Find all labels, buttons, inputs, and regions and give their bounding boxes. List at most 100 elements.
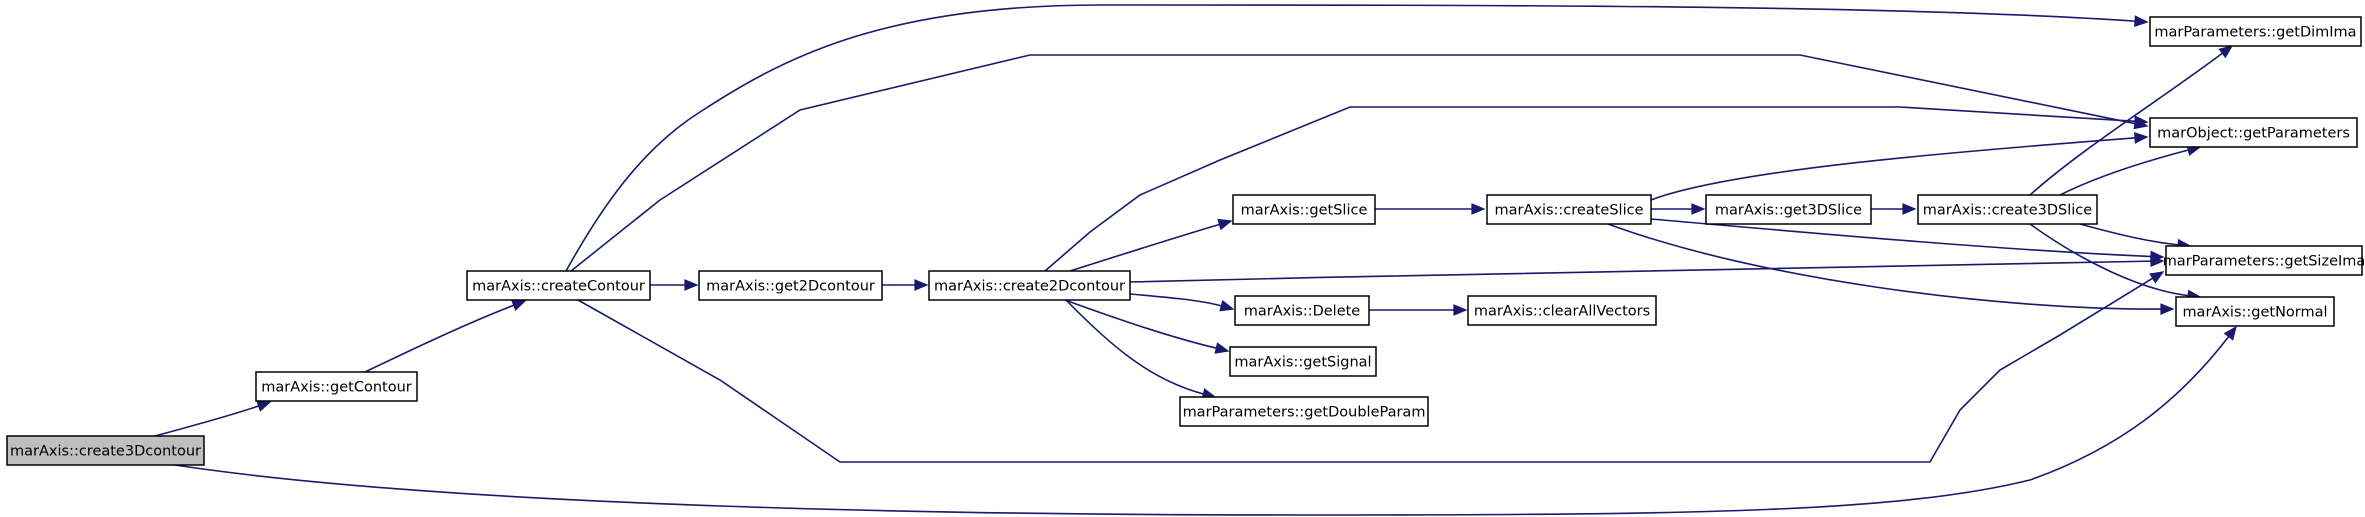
node-label: marAxis::create3Dcontour: [10, 444, 201, 460]
edge-line: [577, 277, 2155, 463]
edge-arrowhead: [1453, 304, 1468, 316]
node-getContour[interactable]: marAxis::getContour: [255, 371, 418, 402]
call-edges: [154, 4, 2237, 516]
edge-arrowhead: [2134, 115, 2149, 128]
node-label: marParameters::getSizeIma: [2163, 254, 2365, 270]
node-getDoubleParam[interactable]: marParameters::getDoubleParam: [1179, 396, 1429, 427]
node-box: [466, 270, 651, 301]
node-box: [1917, 194, 2098, 225]
node-getNormal[interactable]: marAxis::getNormal: [2175, 296, 2335, 327]
node-box: [1232, 194, 1376, 225]
node-label: marAxis::getSlice: [1241, 203, 1368, 219]
edge-arrowhead: [1691, 203, 1706, 215]
node-getParameters[interactable]: marObject::getParameters: [2149, 117, 2358, 148]
edge-line: [154, 404, 260, 437]
edge-create2Dcontour-to-Delete: [1129, 293, 1235, 312]
edge-arrowhead: [1217, 218, 1233, 231]
node-box: [2149, 16, 2362, 47]
edge-create2Dcontour-to-getSlice: [1069, 218, 1233, 272]
edge-line: [1064, 299, 1218, 350]
node-createSlice[interactable]: marAxis::createSlice: [1486, 194, 1652, 225]
node-create3Dcontour[interactable]: marAxis::create3Dcontour: [6, 435, 205, 466]
node-getSlice[interactable]: marAxis::getSlice: [1232, 194, 1376, 225]
node-box: [2149, 117, 2358, 148]
edge-create3Dcontour-to-getContour: [154, 400, 272, 437]
edge-getContour-to-createContour: [364, 299, 527, 373]
edge-create2Dcontour-to-getParameters: [1044, 106, 2149, 272]
node-label: marParameters::getDimIma: [2154, 25, 2356, 41]
edge-create2Dcontour-to-getSizeIma: [1129, 255, 2165, 283]
edge-line: [1129, 260, 2153, 283]
node-createContour[interactable]: marAxis::createContour: [466, 270, 651, 301]
edge-createSlice-to-getParameters: [1650, 132, 2149, 201]
node-get2Dcontour[interactable]: marAxis::get2Dcontour: [698, 270, 883, 301]
edge-line: [174, 335, 2230, 516]
node-box: [255, 371, 418, 402]
node-label: marAxis::create2Dcontour: [934, 279, 1125, 295]
node-box: [6, 435, 205, 466]
node-label: marObject::getParameters: [2157, 126, 2350, 142]
node-getSizeIma[interactable]: marParameters::getSizeIma: [2163, 245, 2365, 276]
edge-line: [364, 304, 516, 373]
edge-createContour-to-get2Dcontour: [650, 279, 699, 291]
edge-arrowhead: [2149, 271, 2165, 284]
edge-create3DSlice-to-getParameters: [2059, 144, 2202, 196]
edge-createSlice-to-getNormal: [1607, 223, 2175, 316]
node-label: marAxis::getContour: [261, 380, 412, 396]
node-label: marAxis::createSlice: [1494, 203, 1643, 219]
edge-line: [1044, 106, 2137, 272]
edge-arrowhead: [2134, 15, 2149, 28]
edge-arrowhead: [2160, 303, 2175, 316]
node-getDimIma[interactable]: marParameters::getDimIma: [2149, 16, 2362, 47]
node-label: marParameters::getDoubleParam: [1183, 405, 1426, 421]
node-create2Dcontour[interactable]: marAxis::create2Dcontour: [928, 270, 1131, 301]
node-clearAllVectors[interactable]: marAxis::clearAllVectors: [1467, 295, 1657, 326]
edge-line: [1650, 137, 2137, 201]
edge-line: [2029, 223, 2190, 297]
edge-arrowhead: [1902, 203, 1917, 215]
edge-createContour-to-getSizeIma: [577, 271, 2165, 463]
edge-line: [2059, 148, 2190, 196]
node-get3DSlice[interactable]: marAxis::get3DSlice: [1705, 194, 1872, 225]
edge-arrowhead: [256, 400, 272, 412]
edge-line: [1607, 223, 2163, 310]
edge-arrowhead: [914, 279, 929, 291]
edge-arrowhead: [511, 299, 527, 312]
edge-line: [1069, 223, 1221, 272]
edge-createSlice-to-get3DSlice: [1651, 203, 1706, 215]
node-create3DSlice[interactable]: marAxis::create3DSlice: [1917, 194, 2098, 225]
node-box: [1179, 396, 1429, 427]
edge-arrowhead: [2150, 250, 2165, 263]
edge-line: [570, 54, 2137, 272]
node-box: [1705, 194, 1872, 225]
edge-line: [2029, 51, 2224, 196]
node-box: [1467, 295, 1657, 326]
node-label: marAxis::get3DSlice: [1715, 203, 1862, 219]
edge-create3DSlice-to-getDimIma: [2029, 45, 2234, 196]
node-Delete[interactable]: marAxis::Delete: [1234, 295, 1370, 326]
edge-get2Dcontour-to-create2Dcontour: [882, 279, 929, 291]
edge-create3Dcontour-to-getNormal: [174, 325, 2237, 516]
edge-line: [1065, 299, 1205, 395]
node-box: [2175, 296, 2335, 327]
edge-Delete-to-clearAllVectors: [1369, 304, 1468, 316]
node-box: [1486, 194, 1652, 225]
node-label: marAxis::getNormal: [2182, 305, 2327, 321]
edge-arrowhead: [1471, 203, 1486, 215]
node-box: [1229, 346, 1377, 377]
edge-createContour-to-getDimIma: [565, 4, 2149, 272]
edge-create2Dcontour-to-getSignal: [1064, 299, 1230, 354]
node-label: marAxis::get2Dcontour: [706, 279, 875, 295]
edge-arrowhead: [1214, 342, 1230, 354]
node-box: [928, 270, 1131, 301]
node-box: [698, 270, 883, 301]
edge-arrowhead: [684, 279, 699, 291]
node-box: [1234, 295, 1370, 326]
node-getSignal[interactable]: marAxis::getSignal: [1229, 346, 1377, 377]
node-label: marAxis::createContour: [472, 279, 645, 295]
node-label: marAxis::Delete: [1244, 304, 1361, 320]
edge-arrowhead: [2134, 132, 2149, 144]
node-label: marAxis::create3DSlice: [1923, 203, 2092, 219]
edge-arrowhead: [1219, 299, 1235, 312]
